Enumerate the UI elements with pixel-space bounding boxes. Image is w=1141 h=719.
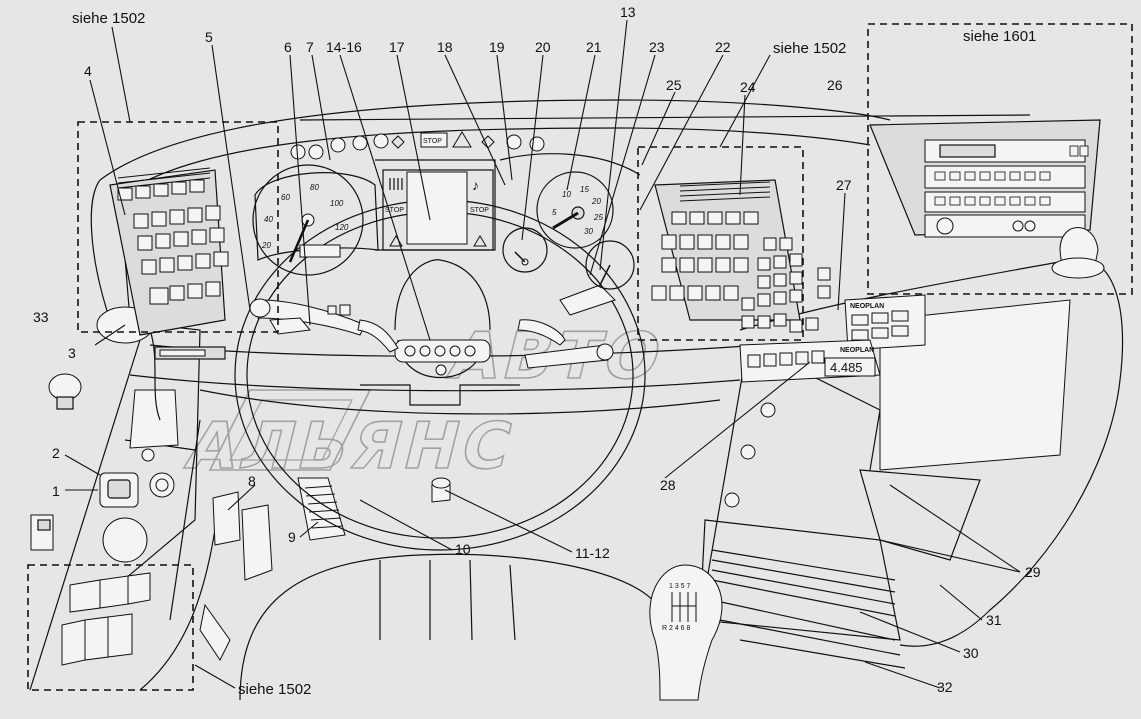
fuel-gauge-icon [585, 240, 635, 290]
callout-6: 6 [284, 39, 292, 55]
reference-label-top-center: siehe 1502 [773, 40, 846, 57]
callout-1: 1 [52, 483, 60, 499]
callout-22: 22 [715, 39, 731, 55]
speedometer-tick-120: 120 [335, 223, 349, 232]
reference-labels: siehe 1502 siehe 1502 siehe 1601 siehe 1… [72, 10, 1036, 698]
stop-label-top: STOP [423, 138, 442, 145]
callout-27: 27 [836, 177, 852, 193]
callout-30: 30 [963, 645, 979, 661]
callout-13: 13 [620, 4, 636, 20]
music-note-icon: ♪ [472, 177, 479, 193]
display-readout: 4.485 [830, 360, 863, 375]
callout-9: 9 [288, 529, 296, 545]
auxiliary-gauges: 5 10 15 20 25 30 [502, 171, 635, 290]
tachometer-tick-20: 20 [591, 197, 601, 206]
reference-label-top-left: siehe 1502 [72, 10, 145, 27]
callout-25: 25 [666, 77, 682, 93]
callout-20: 20 [535, 39, 551, 55]
callout-28: 28 [660, 477, 676, 493]
callout-labels: 1 2 3 4 5 6 7 8 9 10 11-12 13 14-16 17 1… [33, 4, 1041, 695]
callout-8: 8 [248, 473, 256, 489]
right-switch-panel [117, 167, 831, 333]
stop-label-right: STOP [470, 207, 489, 214]
reference-label-bottom-left: siehe 1502 [238, 681, 311, 698]
callout-32: 32 [937, 679, 953, 695]
tachometer-tick-5: 5 [552, 208, 557, 217]
steering-wheel [234, 199, 646, 551]
callout-3: 3 [68, 345, 76, 361]
tachometer-tick-15: 15 [580, 185, 589, 194]
tachometer [536, 171, 614, 249]
speedometer: 20 40 60 80 100 120 [252, 164, 364, 276]
watermark-line-2: АЛЬЯНС [179, 410, 523, 484]
temperature-gauge-icon [502, 227, 548, 273]
hazard-triangle-icon [452, 131, 472, 148]
callout-21: 21 [586, 39, 602, 55]
speedometer-tick-80: 80 [310, 183, 319, 192]
callout-33: 33 [33, 309, 49, 325]
speedometer-tick-40: 40 [264, 215, 273, 224]
callout-4: 4 [84, 63, 92, 79]
callout-29: 29 [1025, 564, 1041, 580]
warning-lamp-strip: STOP [290, 131, 545, 160]
central-display: STOP STOP ♪ [382, 169, 494, 251]
callout-17: 17 [389, 39, 405, 55]
speedometer-tick-60: 60 [281, 193, 290, 202]
tachometer-tick-25: 25 [593, 213, 603, 222]
radio-unit [869, 119, 1105, 279]
gear-pattern-top: 1 3 5 7 [669, 583, 691, 590]
brand-label-upper: NEOPLAN [850, 303, 884, 310]
callout-24: 24 [740, 79, 756, 95]
gear-pattern-bottom: R 2 4 6 8 [662, 625, 691, 632]
leader-lines [64, 19, 1021, 689]
callout-10: 10 [455, 541, 471, 557]
speedometer-tick-20: 20 [261, 241, 271, 250]
callout-26: 26 [827, 77, 843, 93]
callout-14-16: 14-16 [326, 39, 362, 55]
stop-label-left: STOP [385, 207, 404, 214]
brand-label-lower: NEOPLAN [840, 347, 874, 354]
steering-stalks [249, 284, 616, 369]
callout-18: 18 [437, 39, 453, 55]
tachometer-tick-10: 10 [562, 190, 571, 199]
callout-23: 23 [649, 39, 665, 55]
reference-label-top-right: siehe 1601 [963, 28, 1036, 45]
callout-7: 7 [306, 39, 314, 55]
reference-boxes [27, 23, 1133, 691]
lower-left-switch-group [61, 572, 151, 666]
tachometer-tick-30: 30 [584, 227, 593, 236]
warning-triangle-icon-right [473, 235, 487, 247]
callout-11-12: 11-12 [575, 545, 610, 561]
callout-2: 2 [52, 445, 60, 461]
gear-bars-icon [389, 178, 403, 190]
callout-5: 5 [205, 29, 213, 45]
callout-31: 31 [986, 612, 1002, 628]
callout-19: 19 [489, 39, 505, 55]
left-switch-panel [109, 169, 229, 336]
neoplan-control-panels: NEOPLAN NEOPLAN 4.485 [739, 294, 926, 383]
speedometer-tick-100: 100 [330, 199, 344, 208]
